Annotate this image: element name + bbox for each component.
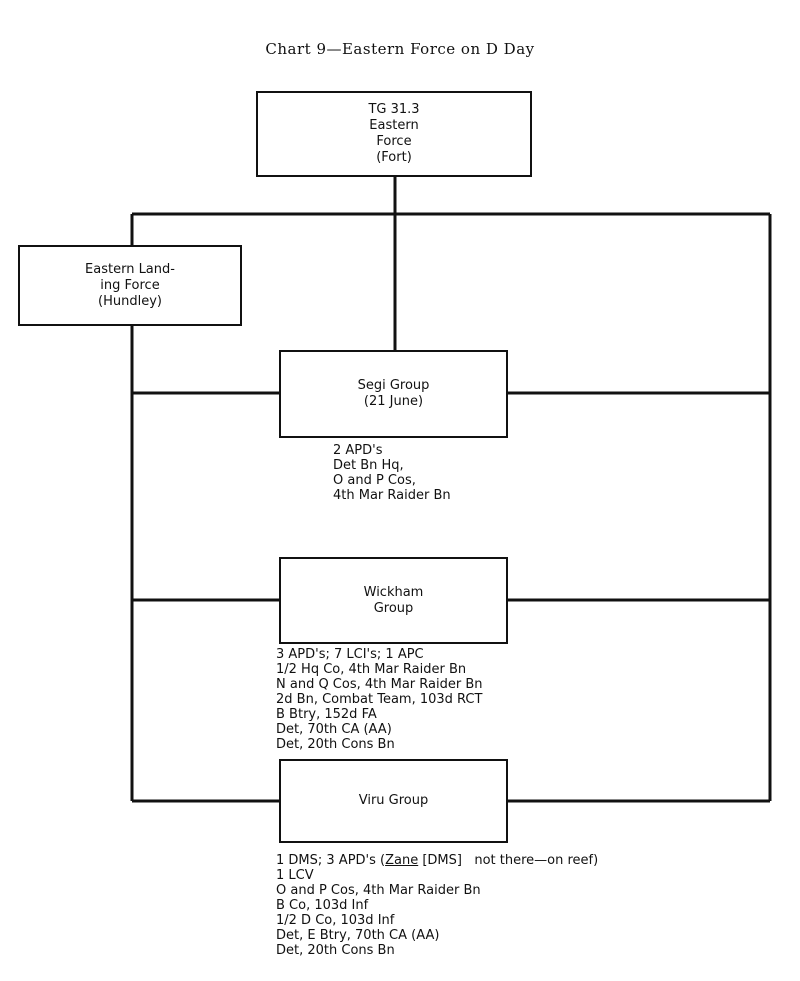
note-line: 2d Bn, Combat Team, 103d RCT [276,692,483,707]
viru-box-line: Viru Group [358,793,429,808]
note-line: 3 APD's; 7 LCI's; 1 APC [276,647,424,662]
note-line: B Btry, 152d FA [276,707,377,722]
note-line: N and Q Cos, 4th Mar Raider Bn [276,677,483,692]
note-line: Det, 20th Cons Bn [276,943,395,958]
chart-title: Chart 9—Eastern Force on D Day [265,40,535,58]
note-line: 1/2 D Co, 103d Inf [276,913,395,928]
wickham-box-line: Wickham [363,584,424,600]
tg-box-line: Force [376,134,412,149]
wickham-group-box: Wickham Group [279,557,508,644]
landing-box-line: ing Force [100,277,160,293]
note-line-first: 1 DMS; 3 APD's (Zane [DMS] not there—on … [276,853,598,868]
note-line: 1/2 Hq Co, 4th Mar Raider Bn [276,662,467,677]
note-line: Det, E Btry, 70th CA (AA) [276,928,440,943]
ship-name-zane: Zane [385,853,419,868]
tg-31-3-box: TG 31.3 Eastern Force (Fort) [256,91,532,177]
wickham-notes: 3 APD's; 7 LCI's; 1 APC 1/2 Hq Co, 4th M… [276,647,483,752]
segi-group-box: Segi Group (21 June) [279,350,508,438]
note-post: [DMS] not there—on reef) [418,853,599,868]
tg-box-line: (Fort) [376,150,412,165]
landing-box-line: (Hundley) [98,293,162,309]
note-line: O and P Cos, [333,473,416,488]
note-line: O and P Cos, 4th Mar Raider Bn [276,883,481,898]
eastern-landing-force-box: Eastern Land- ing Force (Hundley) [18,245,242,326]
note-line: Det Bn Hq, [333,458,404,473]
note-line: Det, 20th Cons Bn [276,737,395,752]
segi-box-line: Segi Group [357,378,430,393]
viru-notes: 1 DMS; 3 APD's (Zane [DMS] not there—on … [276,853,598,958]
viru-group-box: Viru Group [279,759,508,843]
note-line: 1 LCV [276,868,314,883]
note-line: Det, 70th CA (AA) [276,722,392,737]
segi-notes: 2 APD's Det Bn Hq, O and P Cos, 4th Mar … [333,443,451,503]
note-line: 2 APD's [333,443,383,458]
segi-box-line: (21 June) [363,394,424,409]
wickham-box-line: Group [373,600,414,616]
note-line: 4th Mar Raider Bn [333,488,451,503]
note-pre: 1 DMS; 3 APD's ( [276,853,386,868]
tg-box-line: TG 31.3 [368,102,420,117]
landing-box-line: Eastern Land- [85,261,175,277]
note-line: B Co, 103d Inf [276,898,369,913]
tg-box-line: Eastern [369,118,419,133]
